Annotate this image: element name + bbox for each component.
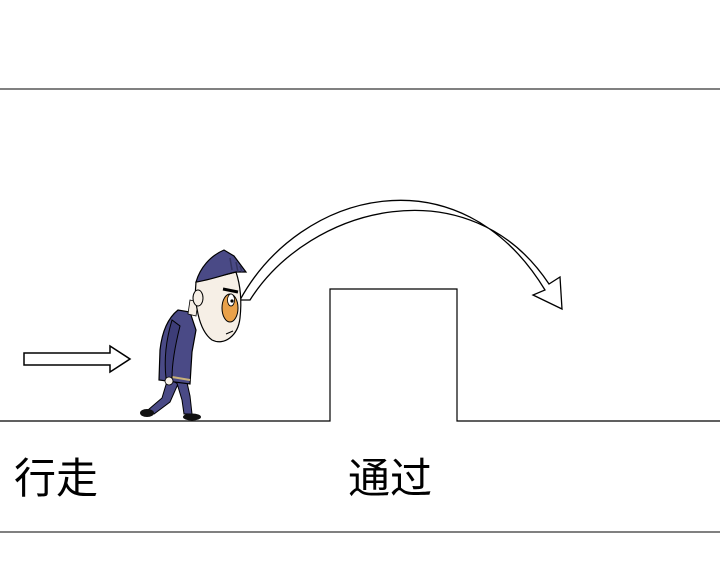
pass-label: 通过 [348,454,433,503]
ground-with-obstacle [0,288,720,422]
walking-man-illustration [140,249,248,421]
back-leg [147,377,179,415]
back-shoe [140,409,154,417]
right-arrow-icon [23,344,132,374]
hand [164,376,174,386]
front-shoe [183,413,201,421]
ear [192,289,204,307]
jacket [158,309,197,385]
curved-arrow-icon [238,199,563,311]
walk-label: 行走 [14,454,99,503]
hat [195,249,248,283]
